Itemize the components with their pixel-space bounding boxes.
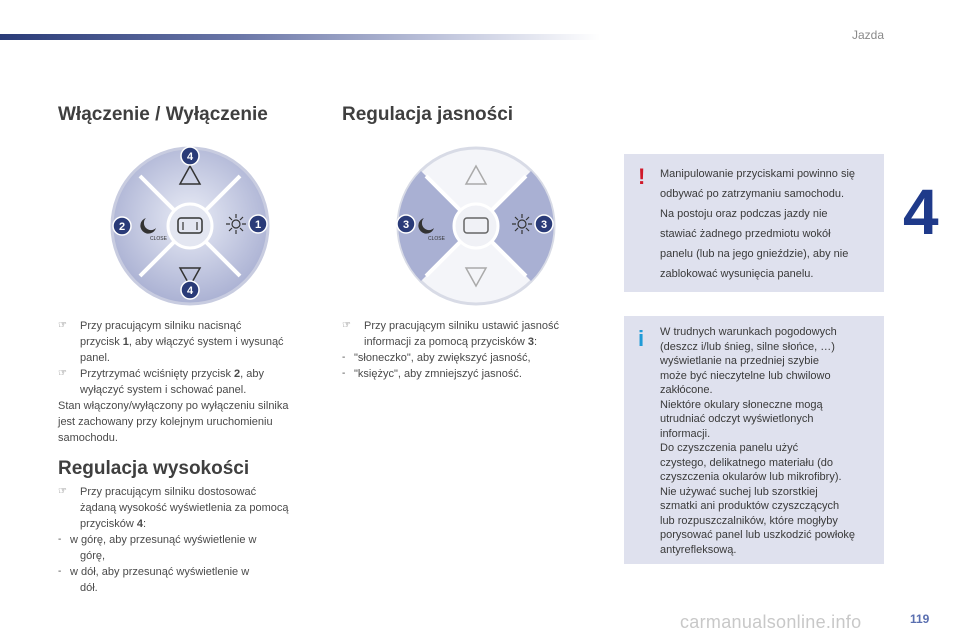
marker-4-bottom: 4 [187, 285, 194, 297]
page-number: 119 [910, 612, 930, 626]
height-sub-2: - w dół, aby przesunąć wyświetlenie w dó… [58, 566, 250, 594]
height-text: ☞ Przy pracującym silniku dostosować żąd… [58, 484, 328, 596]
warning-text: Manipulowanie przyciskami powinno się od… [660, 168, 856, 280]
close-label: CLOSE [150, 236, 168, 242]
watermark: carmanualsonline.info [680, 612, 862, 632]
on-off-text: ☞ Przy pracującym silniku nacisnąć przyc… [58, 318, 328, 446]
on-off-control-diagram: CLOSE 4 2 1 4 [110, 146, 270, 306]
bullet-marker-icon: ☞ [58, 486, 67, 497]
section-title: Jazda [851, 28, 884, 42]
on-off-note-3: samochodu. [58, 432, 118, 444]
marker-3-left: 3 [403, 219, 409, 231]
brightness-text: ☞ Przy pracującym silniku ustawić jasnoś… [342, 318, 612, 382]
on-off-bullet-1: ☞ Przy pracującym silniku nacisnąć przyc… [58, 320, 284, 364]
height-sub-1: - w górę, aby przesunąć wyświetlenie w g… [58, 534, 257, 562]
warning-icon: ! [638, 164, 646, 189]
bullet-marker-icon: ☞ [58, 320, 67, 331]
brightness-control-diagram: CLOSE 3 3 [396, 146, 556, 306]
on-off-note-1: Stan włączony/wyłączony po wyłączeniu si… [58, 400, 289, 412]
on-off-note-2: jest zachowany przy kolejnym uruchomieni… [58, 416, 273, 428]
brightness-title: Regulacja jasności [342, 104, 514, 125]
brightness-sub-2: - "księżyc", aby zmniejszyć jasność. [342, 368, 522, 380]
marker-1: 1 [255, 219, 261, 231]
brightness-sub-1: - "słoneczko", aby zwiększyć jasność, [342, 352, 531, 364]
info-text: W trudnych warunkach pogodowych (deszcz … [660, 326, 856, 556]
on-off-title: Włączenie / Wyłączenie [58, 104, 268, 125]
bullet-marker-icon: ☞ [342, 320, 351, 331]
marker-2: 2 [119, 221, 125, 233]
chapter-number: 4 [903, 176, 939, 248]
brightness-bullet: ☞ Przy pracującym silniku ustawić jasnoś… [342, 320, 560, 348]
on-off-bullet-2: ☞ Przytrzymać wciśnięty przycisk 2, aby … [58, 368, 265, 396]
info-icon: i [638, 326, 645, 351]
info-box: i W trudnych warunkach pogodowych (deszc… [624, 316, 884, 564]
close-label: CLOSE [428, 236, 446, 242]
marker-4-top: 4 [187, 151, 194, 163]
bullet-marker-icon: ☞ [58, 368, 67, 379]
warning-box: ! Manipulowanie przyciskami powinno się … [624, 154, 884, 292]
header-bar [0, 34, 600, 40]
height-title: Regulacja wysokości [58, 458, 250, 479]
height-bullet: ☞ Przy pracującym silniku dostosować żąd… [58, 486, 289, 530]
marker-3-right: 3 [541, 219, 547, 231]
